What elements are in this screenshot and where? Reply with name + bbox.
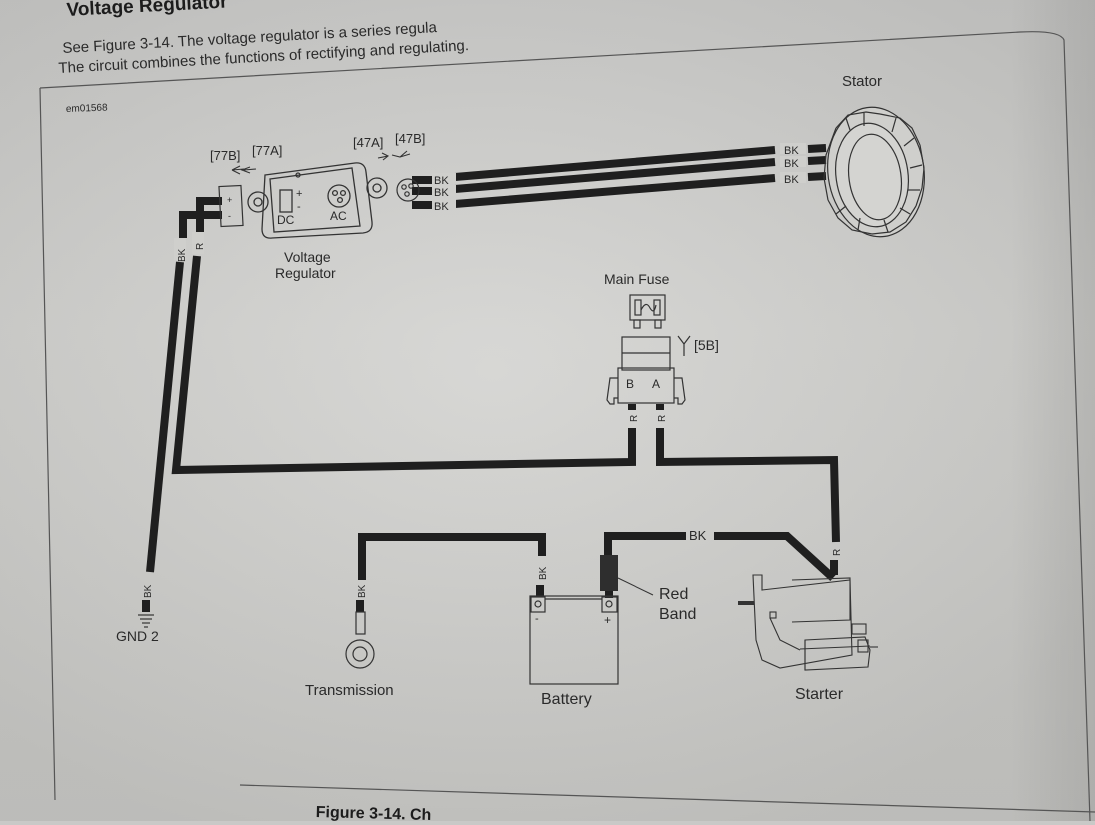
wire-label-ac-3: BK — [434, 201, 449, 213]
wire-ac-3 — [412, 174, 776, 209]
wire-stator-stub-2 — [807, 156, 827, 165]
figure-frame — [39, 31, 1091, 821]
wire-label-battery-neg: BK — [538, 566, 549, 580]
figure-caption: Figure 3-14. Ch — [315, 804, 432, 825]
wire-fuse-to-starter — [656, 428, 840, 543]
wire-battery-to-starter-a — [604, 532, 686, 556]
battery-positive-label: + — [604, 613, 611, 627]
wire-stator-stub-1 — [807, 144, 827, 153]
transmission-terminal[interactable] — [345, 611, 375, 669]
battery-label: Battery — [541, 691, 592, 708]
wire-stator-stub-3 — [807, 172, 827, 181]
regulator-ac-label: AC — [330, 209, 347, 223]
caption-rule — [239, 784, 1095, 813]
fuse-terminal-a-label: A — [652, 377, 660, 391]
wire-bk-to-gnd — [146, 261, 184, 573]
red-band-label-line-2: Band — [659, 606, 696, 623]
wire-harness — [142, 144, 840, 612]
starter-label: Starter — [795, 686, 844, 703]
starter-motor[interactable] — [738, 574, 878, 671]
battery[interactable] — [529, 595, 619, 685]
gnd-label: GND 2 — [116, 628, 159, 644]
wire-label-stator-3: BK — [784, 174, 799, 186]
red-band-label-line-1: Red — [659, 586, 688, 603]
connector-47-symbol — [377, 150, 411, 161]
regulator-label-line-2: Regulator — [275, 265, 336, 281]
wire-trans-to-battery — [358, 533, 546, 580]
fuse-terminal-b-label: B — [626, 377, 634, 391]
regulator-minus-label: - — [297, 201, 301, 213]
wire-label-dc-neg: BK — [177, 248, 188, 262]
connector-47a-label: [47A] — [353, 135, 383, 150]
wire-battery-to-starter-b — [714, 532, 836, 581]
connector-77a-label: [77A] — [252, 143, 282, 158]
wire-label-stator-1: BK — [784, 145, 799, 157]
wire-ac-1 — [412, 146, 776, 184]
ground-symbol — [138, 614, 154, 628]
wire-r-to-fuse — [171, 255, 636, 475]
dc-connector-77[interactable]: + - — [218, 184, 244, 228]
connector-47b-label: [47B] — [395, 131, 425, 146]
wire-label-ac-2: BK — [434, 187, 449, 199]
voltage-regulator[interactable] — [247, 162, 388, 239]
connector-5b-symbol — [677, 335, 691, 356]
wire-label-starter-pos: R — [832, 549, 843, 556]
wire-dc-pos-r — [196, 197, 222, 232]
regulator-plus-label: + — [296, 188, 302, 200]
ac-connector-47[interactable] — [396, 178, 420, 202]
svg-text:+: + — [227, 195, 232, 205]
regulator-label-line-1: Voltage — [284, 249, 331, 265]
wire-label-fuse-b: R — [629, 415, 640, 422]
wire-label-fuse-a: R — [657, 415, 668, 422]
connector-77b-label: [77B] — [210, 148, 240, 163]
main-fuse-label: Main Fuse — [604, 271, 670, 287]
connector-5b-label: [5B] — [694, 337, 719, 353]
transmission-label: Transmission — [305, 682, 394, 699]
wire-label-battery-to-starter: BK — [689, 528, 707, 543]
page-edge-shadow — [1010, 0, 1095, 821]
fuse-holder[interactable] — [606, 336, 686, 405]
figure-id: em01568 — [66, 103, 108, 115]
regulator-dc-label: DC — [277, 213, 295, 227]
connector-77-symbol — [231, 165, 257, 175]
wire-label-gnd: BK — [143, 584, 154, 598]
stator[interactable] — [819, 101, 932, 243]
battery-negative-label: - — [535, 613, 539, 625]
wire-label-stator-2: BK — [784, 158, 799, 170]
red-band — [600, 555, 618, 591]
wire-ac-2 — [412, 158, 776, 195]
wire-label-dc-pos: R — [195, 243, 206, 250]
wire-dc-neg-bk — [179, 211, 222, 238]
wire-label-ac-1: BK — [434, 175, 449, 187]
svg-text:-: - — [228, 211, 231, 221]
wire-label-transmission: BK — [357, 584, 368, 598]
main-fuse[interactable] — [629, 294, 666, 329]
stator-label: Stator — [842, 73, 882, 90]
